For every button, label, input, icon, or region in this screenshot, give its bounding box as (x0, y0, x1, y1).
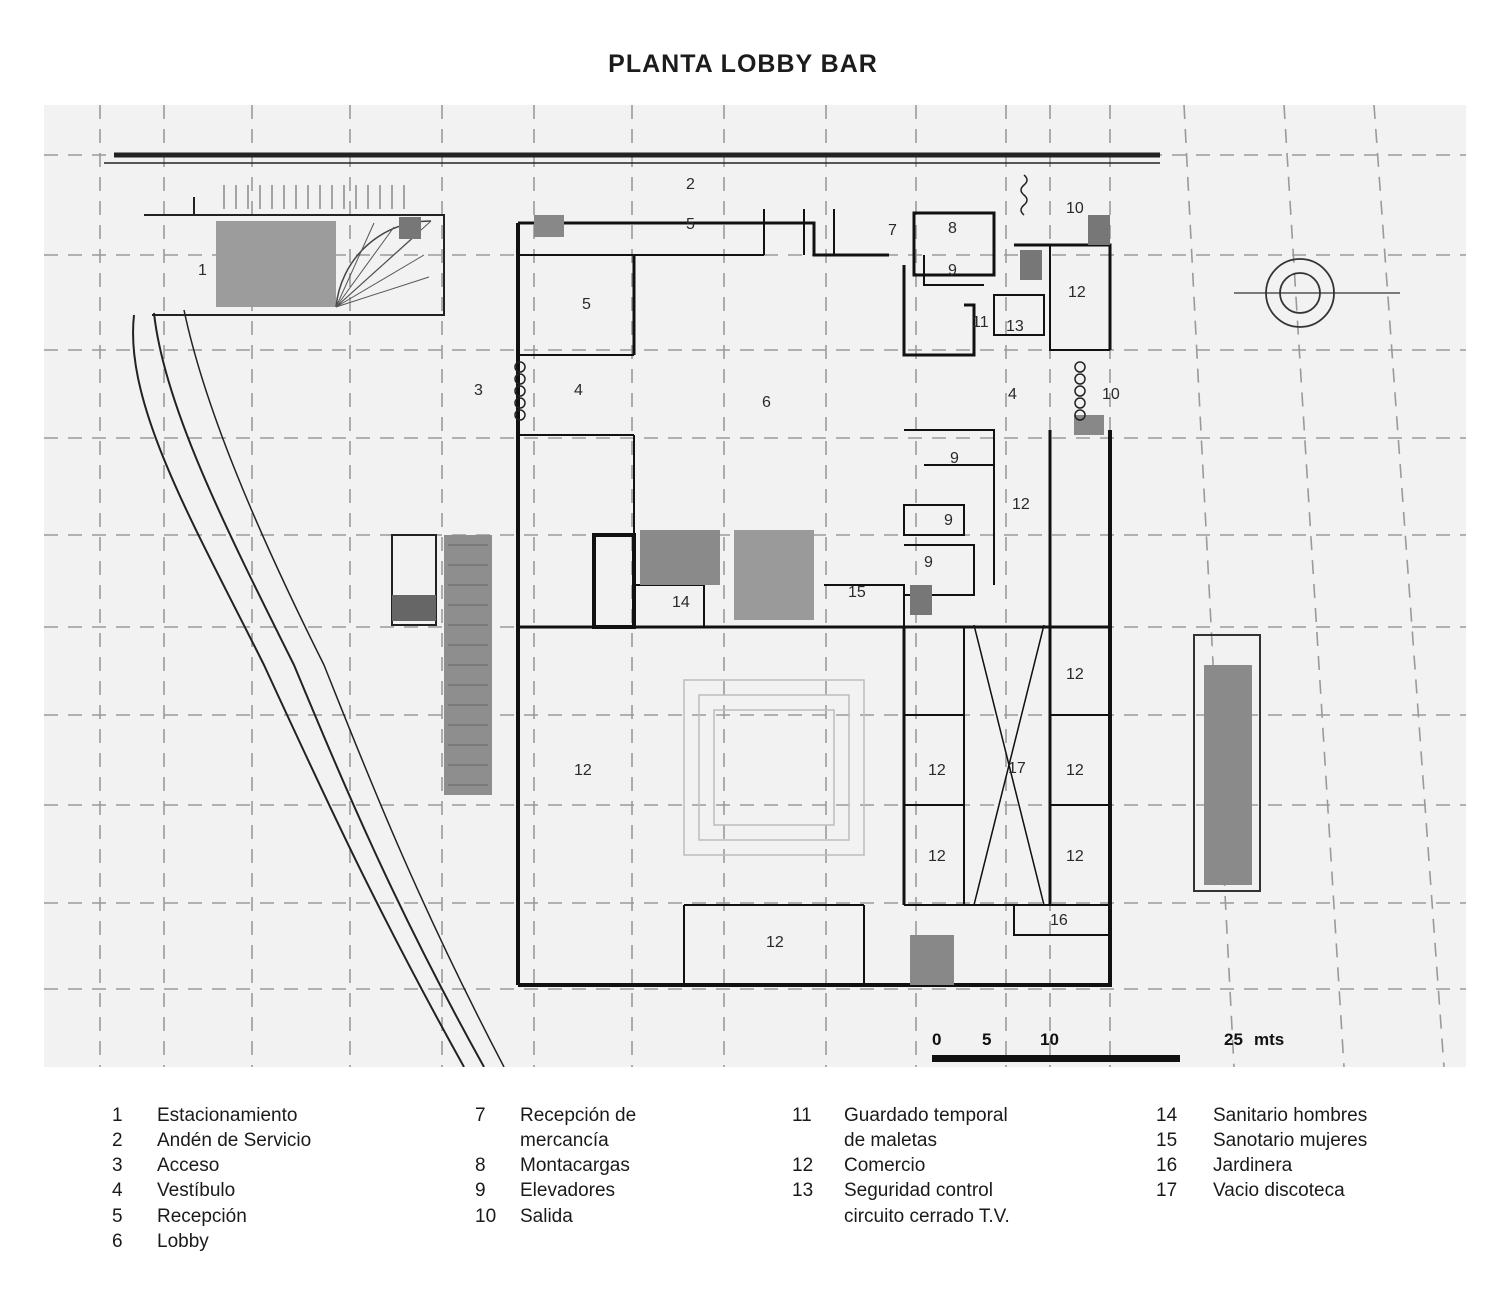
scale-mark-5: 5 (982, 1030, 991, 1049)
tag-9b: 9 (950, 450, 959, 467)
north-symbol (1234, 258, 1400, 328)
tag-10a: 10 (1066, 200, 1084, 217)
scale-mark-0: 0 (932, 1030, 941, 1049)
tag-1: 1 (198, 262, 207, 279)
tag-4b: 4 (1008, 386, 1017, 403)
tag-12i: 12 (766, 934, 784, 951)
tag-12d: 12 (928, 762, 946, 779)
tag-12h: 12 (1066, 848, 1084, 865)
tag-12c: 12 (574, 762, 592, 779)
tag-4a: 4 (574, 382, 583, 399)
tag-10b: 10 (1102, 386, 1120, 403)
room-tags: 1 2 3 4 4 5 5 6 7 8 9 9 9 9 10 10 11 12 … (198, 176, 1120, 951)
tag-5a: 5 (582, 296, 591, 313)
tag-14: 14 (672, 594, 690, 611)
tag-12a: 12 (1068, 284, 1086, 301)
scale-mark-10: 10 (1040, 1030, 1059, 1049)
tag-6: 6 (762, 394, 771, 411)
tag-7: 7 (888, 222, 897, 239)
tag-13: 13 (1006, 318, 1024, 335)
floor-plan: 0 5 10 25 mts 1 2 3 4 4 5 5 6 7 8 9 9 9 … (44, 105, 1466, 1067)
tag-12g: 12 (1066, 762, 1084, 779)
tag-3: 3 (474, 382, 483, 399)
tag-2: 2 (686, 176, 695, 193)
hatch-lines (448, 544, 488, 786)
revolving-doors (514, 174, 1086, 421)
tag-15: 15 (848, 584, 866, 601)
scale-unit: mts (1254, 1030, 1284, 1049)
tag-9c: 9 (944, 512, 953, 529)
tag-5b: 5 (686, 216, 695, 233)
tag-9d: 9 (924, 554, 933, 571)
tag-17: 17 (1008, 760, 1026, 777)
parking-ramp (216, 185, 432, 308)
building-walls (516, 209, 1112, 987)
tag-8: 8 (948, 220, 957, 237)
tag-12f: 12 (1066, 666, 1084, 683)
central-void (683, 679, 865, 856)
tag-9a: 9 (948, 262, 957, 279)
scale-mark-25: 25 (1224, 1030, 1243, 1049)
page-title: PLANTA LOBBY BAR (608, 50, 878, 78)
tag-12e: 12 (928, 848, 946, 865)
tag-11: 11 (972, 314, 989, 331)
tag-16: 16 (1050, 912, 1068, 929)
tag-12b: 12 (1012, 496, 1030, 513)
site-outline (104, 152, 1160, 1067)
scale-bar: 0 5 10 25 mts (932, 1030, 1284, 1062)
